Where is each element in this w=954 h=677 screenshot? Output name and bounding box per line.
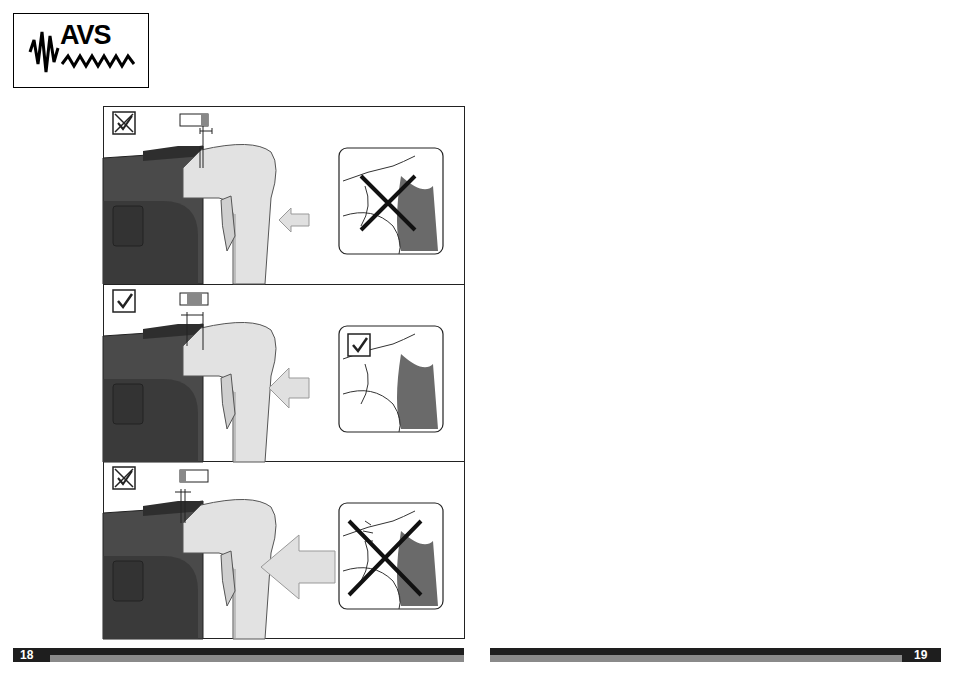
logo-text: AVS [60,20,111,50]
logo-box: AVS [13,13,149,88]
page-number: 19 [914,648,927,662]
page-number: 18 [20,648,33,662]
